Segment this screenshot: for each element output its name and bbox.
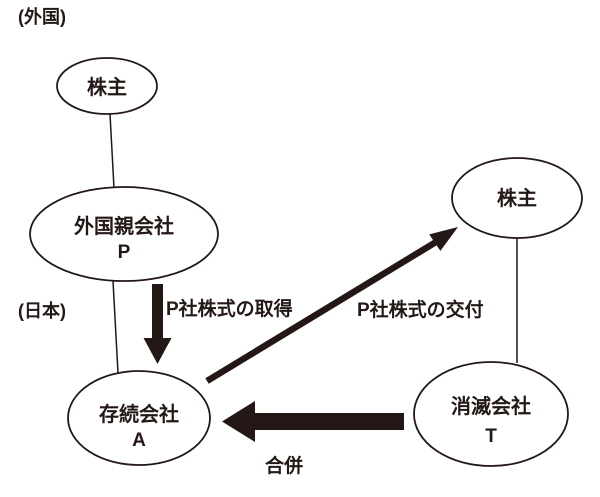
connector-shareholders-to-parent: [109, 113, 115, 189]
node-surviving-company-code: A: [132, 430, 146, 451]
node-delivered-shareholders-shape: [451, 157, 583, 239]
arrow-acquisition-shaft: [152, 284, 163, 341]
acquisition-label: P社株式の取得: [166, 297, 293, 320]
arrow-merger-head: [222, 401, 255, 442]
node-surviving-company-shape: [67, 370, 211, 466]
node-surviving-company-name: 存続会社: [99, 402, 179, 426]
arrow-delivery: [205, 227, 458, 384]
region-label-foreign: (外国): [18, 6, 66, 27]
node-foreign-parent-shape: [29, 186, 219, 282]
node-delivered-shareholders: 株主: [451, 157, 583, 239]
region-label-japan: (日本): [18, 300, 66, 321]
arrow-merger-shaft: [254, 413, 404, 430]
node-dissolving-company-code: T: [485, 426, 497, 447]
merger-label: 合併: [265, 454, 303, 477]
node-foreign-parent-name: 外国親会社: [74, 214, 174, 238]
arrow-delivery-head: [429, 227, 458, 251]
node-foreign-shareholders-label: 株主: [87, 75, 127, 99]
node-dissolving-company: 消滅会社 T: [413, 361, 569, 467]
node-delivered-shareholders-label: 株主: [497, 186, 537, 210]
delivery-label: P社株式の交付: [357, 298, 484, 321]
arrow-acquisition: [143, 284, 172, 364]
node-foreign-shareholders: 株主: [56, 57, 158, 115]
arrow-acquisition-head: [143, 338, 172, 364]
node-foreign-shareholders-shape: [56, 57, 158, 115]
arrow-merger: [222, 401, 404, 442]
node-dissolving-company-name: 消滅会社: [451, 394, 531, 418]
node-foreign-parent-code: P: [118, 242, 131, 263]
node-surviving-company: 存続会社 A: [67, 370, 211, 466]
node-foreign-parent: 外国親会社 P: [29, 186, 219, 282]
node-dissolving-company-shape: [413, 361, 569, 467]
connector-parent-to-surviving: [112, 280, 119, 374]
arrow-delivery-shaft: [205, 239, 438, 384]
